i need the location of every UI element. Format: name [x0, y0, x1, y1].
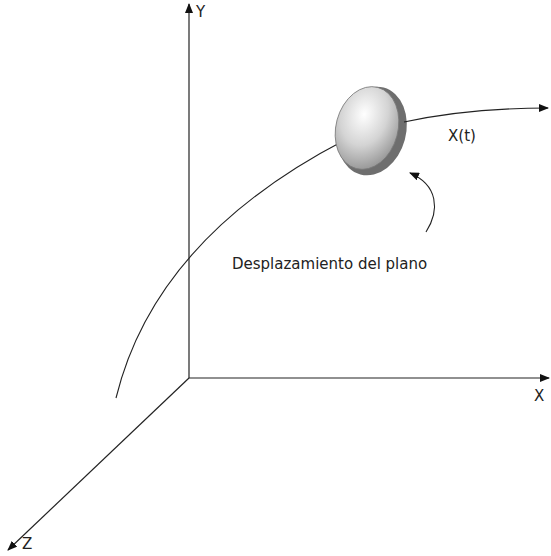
axis-label: X — [534, 388, 544, 405]
direction-arrow — [404, 108, 548, 122]
callout-arrow — [410, 173, 434, 232]
y-axis — [188, 4, 189, 378]
axis-label: Y — [196, 4, 205, 21]
x-axis — [189, 377, 549, 378]
plane-disc — [326, 79, 408, 176]
z-axis — [8, 378, 189, 550]
function-label: X(t) — [448, 128, 476, 145]
callout-text: Desplazamiento del plano — [232, 256, 427, 273]
axis-label: Z — [22, 536, 32, 553]
